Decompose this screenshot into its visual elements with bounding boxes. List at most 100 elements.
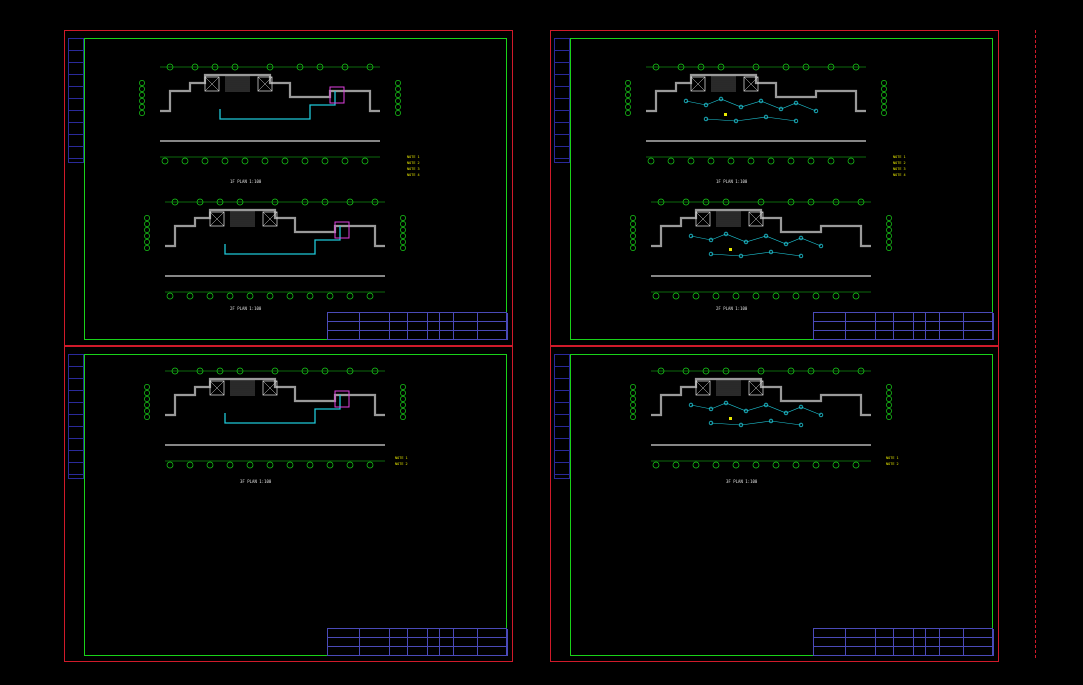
axis-bubble: [144, 245, 150, 251]
axis-bubble: [395, 92, 401, 98]
title-block-cell: [390, 629, 408, 638]
axis-bubble: [832, 461, 840, 469]
title-block-cell: [440, 638, 454, 647]
wire: [710, 420, 802, 426]
axis-bubble: [827, 157, 835, 165]
title-block-cell: [814, 629, 846, 638]
title-block-cell: [428, 313, 440, 322]
axis-bubble: [321, 157, 329, 165]
equipment: [334, 221, 350, 239]
elevator-shaft: [209, 380, 225, 396]
axis-bubble: [171, 198, 179, 206]
axis-bubble: [881, 86, 887, 92]
axis-bubble: [697, 63, 705, 71]
axis-bubble: [400, 408, 406, 414]
device-symbol: [729, 417, 732, 420]
sheet-top-left[interactable]: 1F PLAN 1:100 2F PLAN 1:100 NOTE 1 NOTE …: [64, 30, 513, 346]
title-block-cell: [328, 638, 360, 647]
elevator-shaft: [204, 76, 220, 92]
elevator-shaft: [209, 211, 225, 227]
axis-bubble: [400, 396, 406, 402]
axis-bubble: [767, 157, 775, 165]
axis-bubble: [346, 198, 354, 206]
title-block-cell: [408, 322, 428, 331]
axis-bubble: [400, 384, 406, 390]
title-block-cell: [894, 322, 914, 331]
axis-bubble: [881, 104, 887, 110]
title-block-cell: [846, 313, 876, 322]
title-block-cell: [876, 629, 894, 638]
axis-bubble: [144, 408, 150, 414]
title-block-cell: [408, 313, 428, 322]
axis-bubble: [630, 239, 636, 245]
title-block-cell: [940, 322, 964, 331]
title-block-cell: [940, 647, 964, 656]
axis-bubble: [782, 63, 790, 71]
axis-bubble: [226, 292, 234, 300]
elevator-shaft: [695, 211, 711, 227]
device-symbol: [763, 402, 769, 408]
axis-bubble: [236, 198, 244, 206]
title-block-cell: [360, 322, 390, 331]
title-block-cell: [390, 638, 408, 647]
device-symbol: [758, 98, 764, 104]
axis-bubble: [787, 198, 795, 206]
axis-bubble: [166, 461, 174, 469]
axis-bubble: [186, 292, 194, 300]
axis-bubble: [400, 390, 406, 396]
title-block-cell: [454, 629, 478, 638]
title-block-cell: [454, 638, 478, 647]
title-block-cell: [914, 331, 926, 340]
axis-bubble: [371, 367, 379, 375]
title-block-cell: [428, 638, 440, 647]
axis-bubble: [341, 157, 349, 165]
sheet-bottom-left[interactable]: 3F PLAN 1:100 NOTE 1 NOTE 2: [64, 346, 513, 662]
axis-bubble: [139, 86, 145, 92]
plan-caption: 3F PLAN 1:100: [726, 479, 758, 484]
plan-single: [144, 367, 406, 469]
sheet-top-right[interactable]: 1F PLAN 1:100 2F PLAN 1:100 NOTE 1 NOTE …: [550, 30, 999, 346]
title-block-cell: [390, 331, 408, 340]
title-block-cell: [964, 322, 994, 331]
axis-bubble: [881, 98, 887, 104]
title-block-cell: [454, 313, 478, 322]
title-block-cell: [328, 331, 360, 340]
axis-bubble: [630, 390, 636, 396]
elevator-shaft: [262, 211, 278, 227]
axis-bubble: [266, 292, 274, 300]
axis-bubble: [881, 92, 887, 98]
axis-bubble: [692, 461, 700, 469]
axis-bubble: [281, 157, 289, 165]
axis-bubble: [847, 157, 855, 165]
sheet-bottom-right[interactable]: 3F PLAN 1:100 NOTE 1 NOTE 2: [550, 346, 999, 662]
title-block-cell: [894, 638, 914, 647]
axis-bubble: [672, 461, 680, 469]
wall: [651, 377, 871, 417]
axis-bubble: [366, 461, 374, 469]
axis-bubble: [271, 367, 279, 375]
axis-bubble: [266, 461, 274, 469]
axis-bubble: [625, 98, 631, 104]
axis-bubble: [139, 92, 145, 98]
axis-bubble: [246, 292, 254, 300]
axis-bubble: [772, 461, 780, 469]
pipe: [224, 395, 341, 424]
axis-bubble: [732, 292, 740, 300]
floor-plan-bottom: [630, 367, 892, 469]
device-symbol: [723, 231, 729, 237]
title-block-cell: [876, 638, 894, 647]
title-block-cell: [926, 313, 940, 322]
axis-bubble: [886, 245, 892, 251]
title-block-cell: [964, 629, 994, 638]
axis-bubble: [807, 198, 815, 206]
title-block-cell: [360, 313, 390, 322]
note-line: NOTE 3: [893, 167, 906, 171]
title-block-cell: [478, 331, 508, 340]
axis-bubble: [772, 292, 780, 300]
sheet-sidebar: [68, 38, 84, 163]
axis-bubble: [630, 414, 636, 420]
sheet-inner-border: [570, 38, 993, 340]
axis-bubble: [206, 292, 214, 300]
device-symbol: [724, 113, 727, 116]
axis-bubble: [752, 461, 760, 469]
